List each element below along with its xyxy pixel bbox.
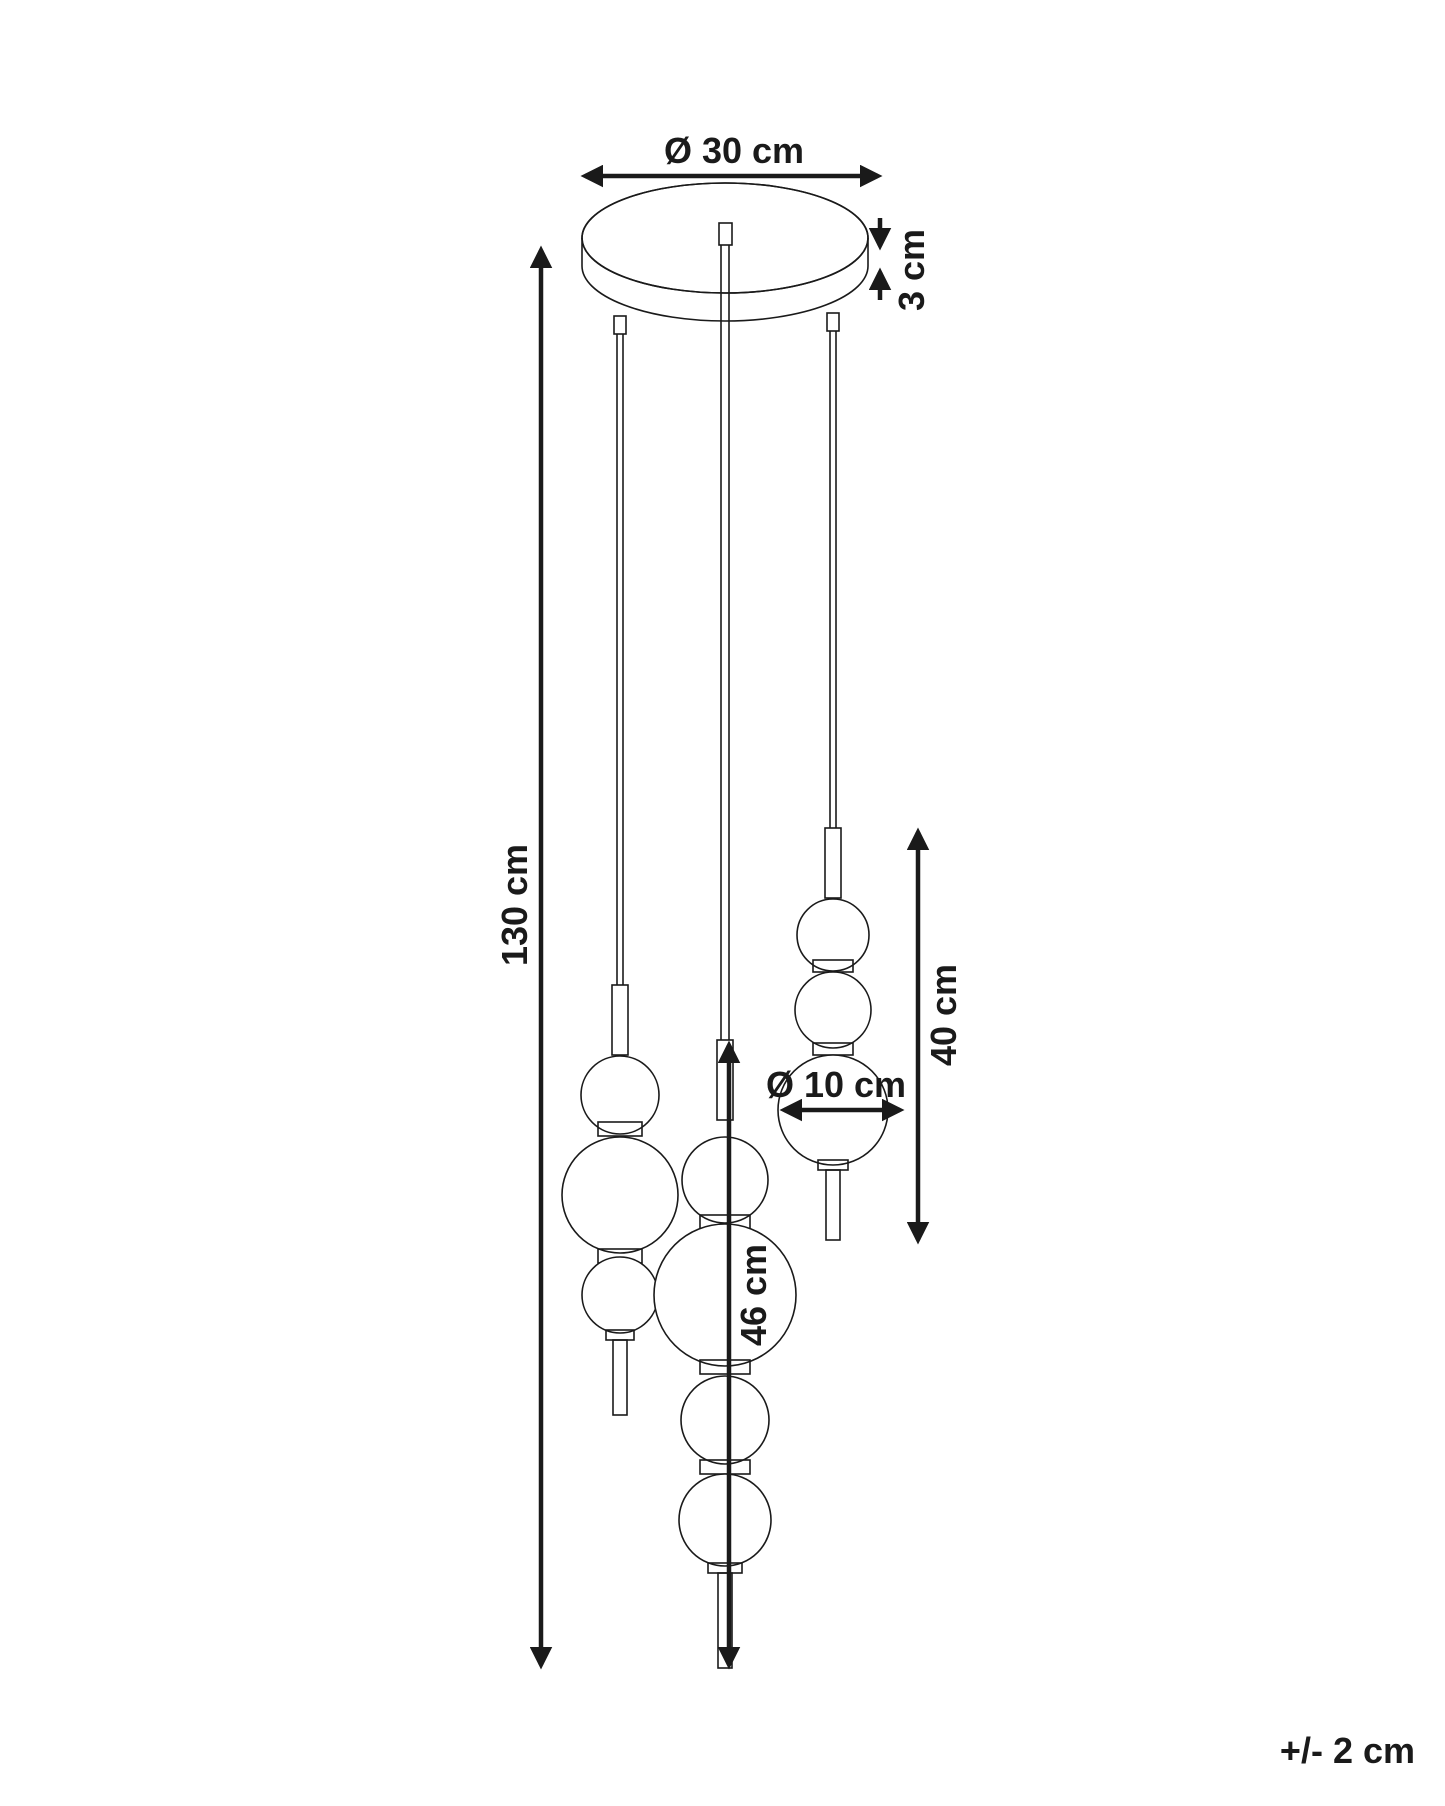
dimension-lines: [529, 164, 930, 1670]
center-pendant: [653, 1039, 797, 1669]
ceiling-canopy: [581, 182, 869, 335]
right-pendant: [777, 827, 889, 1241]
long-pendant-length-label: 46 cm: [733, 1244, 774, 1346]
total-height-label: 130 cm: [494, 844, 535, 966]
left-pendant: [561, 984, 679, 1416]
canopy-height-label: 3 cm: [891, 229, 932, 311]
tolerance-note: +/- 2 cm: [1279, 1730, 1415, 1771]
suspension-cords: [616, 245, 837, 1040]
canopy-diameter-label: Ø 30 cm: [664, 130, 804, 171]
globe-diameter-label: Ø 10 cm: [766, 1064, 906, 1105]
short-pendant-length-label: 40 cm: [923, 964, 964, 1066]
